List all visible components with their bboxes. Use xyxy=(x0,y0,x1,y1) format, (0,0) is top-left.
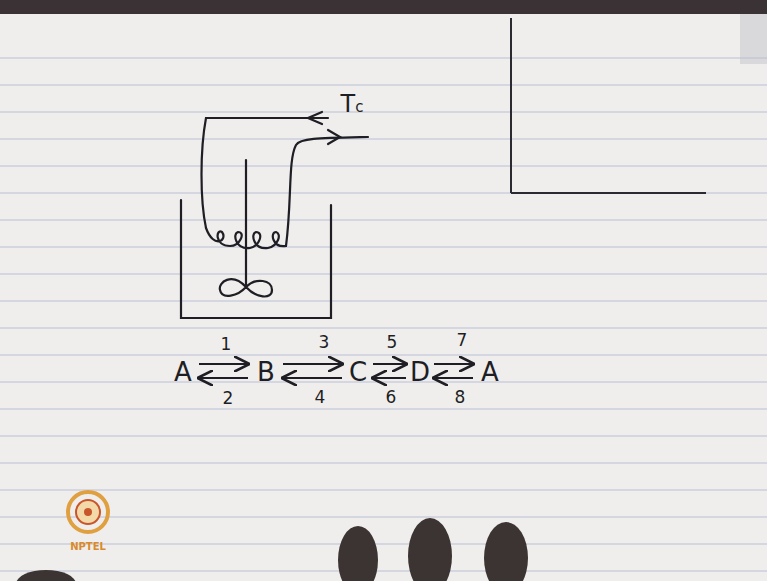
reaction-arrows xyxy=(199,364,473,378)
temperature-label: Tc xyxy=(341,92,364,116)
corner-box xyxy=(511,18,706,193)
nptel-logo xyxy=(68,492,108,532)
reaction-number: 4 xyxy=(315,389,326,406)
reaction-number: 6 xyxy=(386,389,397,406)
reaction-number: 2 xyxy=(223,390,234,407)
species-label: A xyxy=(481,359,499,385)
hand-shadow xyxy=(16,518,528,581)
species-label: A xyxy=(174,359,192,385)
reaction-number: 5 xyxy=(387,334,398,351)
reaction-number: 3 xyxy=(319,334,330,351)
reaction-number: 1 xyxy=(221,336,232,353)
species-label: C xyxy=(349,359,367,385)
reaction-number: 7 xyxy=(457,332,468,349)
logo-text: NPTEL xyxy=(70,542,106,552)
reaction-number: 8 xyxy=(455,389,466,406)
species-label: D xyxy=(410,359,430,385)
species-label: B xyxy=(257,359,275,385)
reactor-tank xyxy=(181,112,368,318)
